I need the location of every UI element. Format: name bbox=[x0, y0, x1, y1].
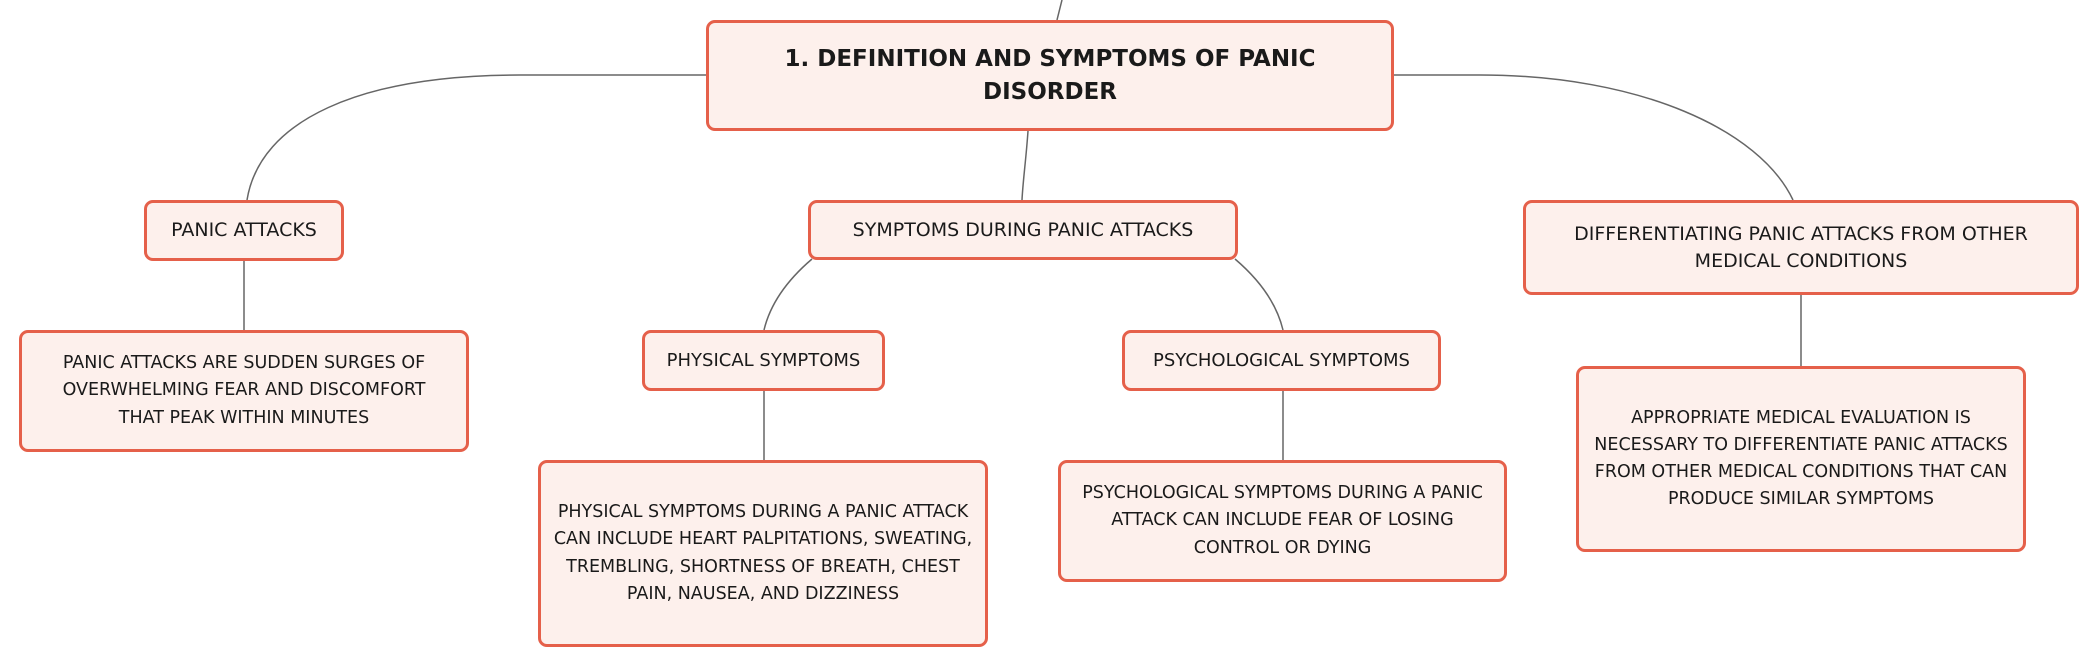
connector-symptoms-to-physical bbox=[763, 258, 813, 331]
connector-root-to-symptoms bbox=[1021, 130, 1029, 201]
subtopic-node-physical-symptoms[interactable]: PHYSICAL SYMPTOMS bbox=[642, 330, 885, 391]
topic-node-differentiating-panic-attacks[interactable]: DIFFERENTIATING PANIC ATTACKS FROM OTHER… bbox=[1523, 200, 2079, 295]
connector-symptoms-to-psychological bbox=[1234, 258, 1284, 331]
topic-node-symptoms-during-panic-attacks[interactable]: SYMPTOMS DURING PANIC ATTACKS bbox=[808, 200, 1238, 260]
detail-node-physical-symptoms[interactable]: PHYSICAL SYMPTOMS DURING A PANIC ATTACK … bbox=[538, 460, 988, 647]
connector-offscreen-to-root bbox=[1056, 0, 1063, 21]
topic-node-panic-attacks[interactable]: PANIC ATTACKS bbox=[144, 200, 344, 261]
root-node[interactable]: 1. DEFINITION AND SYMPTOMS OF PANIC DISO… bbox=[706, 20, 1394, 131]
connector-root-to-panic-attacks bbox=[246, 74, 707, 201]
detail-node-psychological-symptoms[interactable]: PSYCHOLOGICAL SYMPTOMS DURING A PANIC AT… bbox=[1058, 460, 1507, 582]
detail-node-panic-attacks[interactable]: PANIC ATTACKS ARE SUDDEN SURGES OF OVERW… bbox=[19, 330, 469, 452]
subtopic-node-psychological-symptoms[interactable]: PSYCHOLOGICAL SYMPTOMS bbox=[1122, 330, 1441, 391]
detail-node-differentiating[interactable]: APPROPRIATE MEDICAL EVALUATION IS NECESS… bbox=[1576, 366, 2026, 552]
connector-root-to-differentiating bbox=[1393, 74, 1794, 201]
